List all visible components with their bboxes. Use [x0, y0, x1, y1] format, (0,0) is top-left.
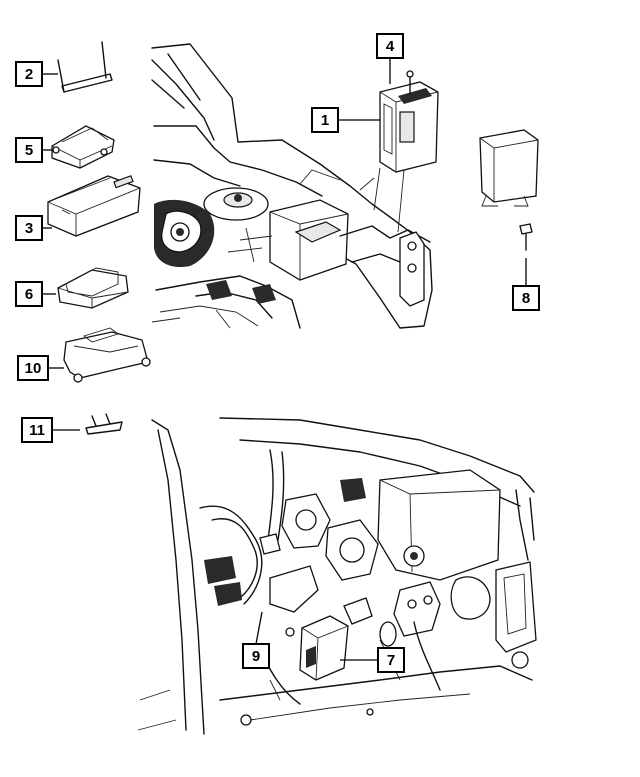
part-5-module: [51, 125, 115, 169]
svg-text:8: 8: [522, 290, 530, 307]
callout-10: 10: [17, 355, 49, 381]
svg-text:6: 6: [25, 286, 33, 303]
part-10-bracket: [63, 327, 151, 383]
part-1-engine-control-module: [379, 81, 439, 173]
callout-3: 3: [15, 215, 43, 241]
svg-text:11: 11: [29, 422, 45, 439]
svg-text:2: 2: [25, 66, 33, 83]
svg-text:4: 4: [386, 38, 395, 55]
svg-text:1: 1: [321, 112, 329, 129]
callout-1: 1: [311, 107, 339, 133]
svg-text:5: 5: [25, 142, 33, 159]
part-9-module: [285, 615, 349, 681]
svg-text:7: 7: [387, 652, 395, 669]
callout-5: 5: [15, 137, 43, 163]
dashboard-interior-illustration: [137, 417, 537, 735]
part-3-module: [47, 175, 141, 237]
callout-9: 9: [242, 643, 270, 669]
leader-lines: [42, 58, 527, 661]
callout-7: 7: [377, 647, 405, 673]
part-7-bracket: [343, 597, 397, 647]
callout-8: 8: [512, 285, 540, 311]
svg-text:3: 3: [25, 220, 33, 237]
callout-2: 2: [15, 61, 43, 87]
part-8-bolt: [519, 223, 533, 251]
part-11-clip: [85, 413, 123, 435]
callout-11: 11: [21, 417, 53, 443]
right-module: [479, 129, 539, 207]
svg-text:9: 9: [252, 648, 260, 665]
part-6-module: [57, 267, 129, 309]
callout-4: 4: [376, 33, 404, 59]
svg-text:10: 10: [25, 360, 42, 377]
callout-6: 6: [15, 281, 43, 307]
engine-bay-illustration: [151, 43, 433, 329]
part-4-screw: [406, 70, 414, 95]
part-2-bracket: [57, 41, 113, 93]
